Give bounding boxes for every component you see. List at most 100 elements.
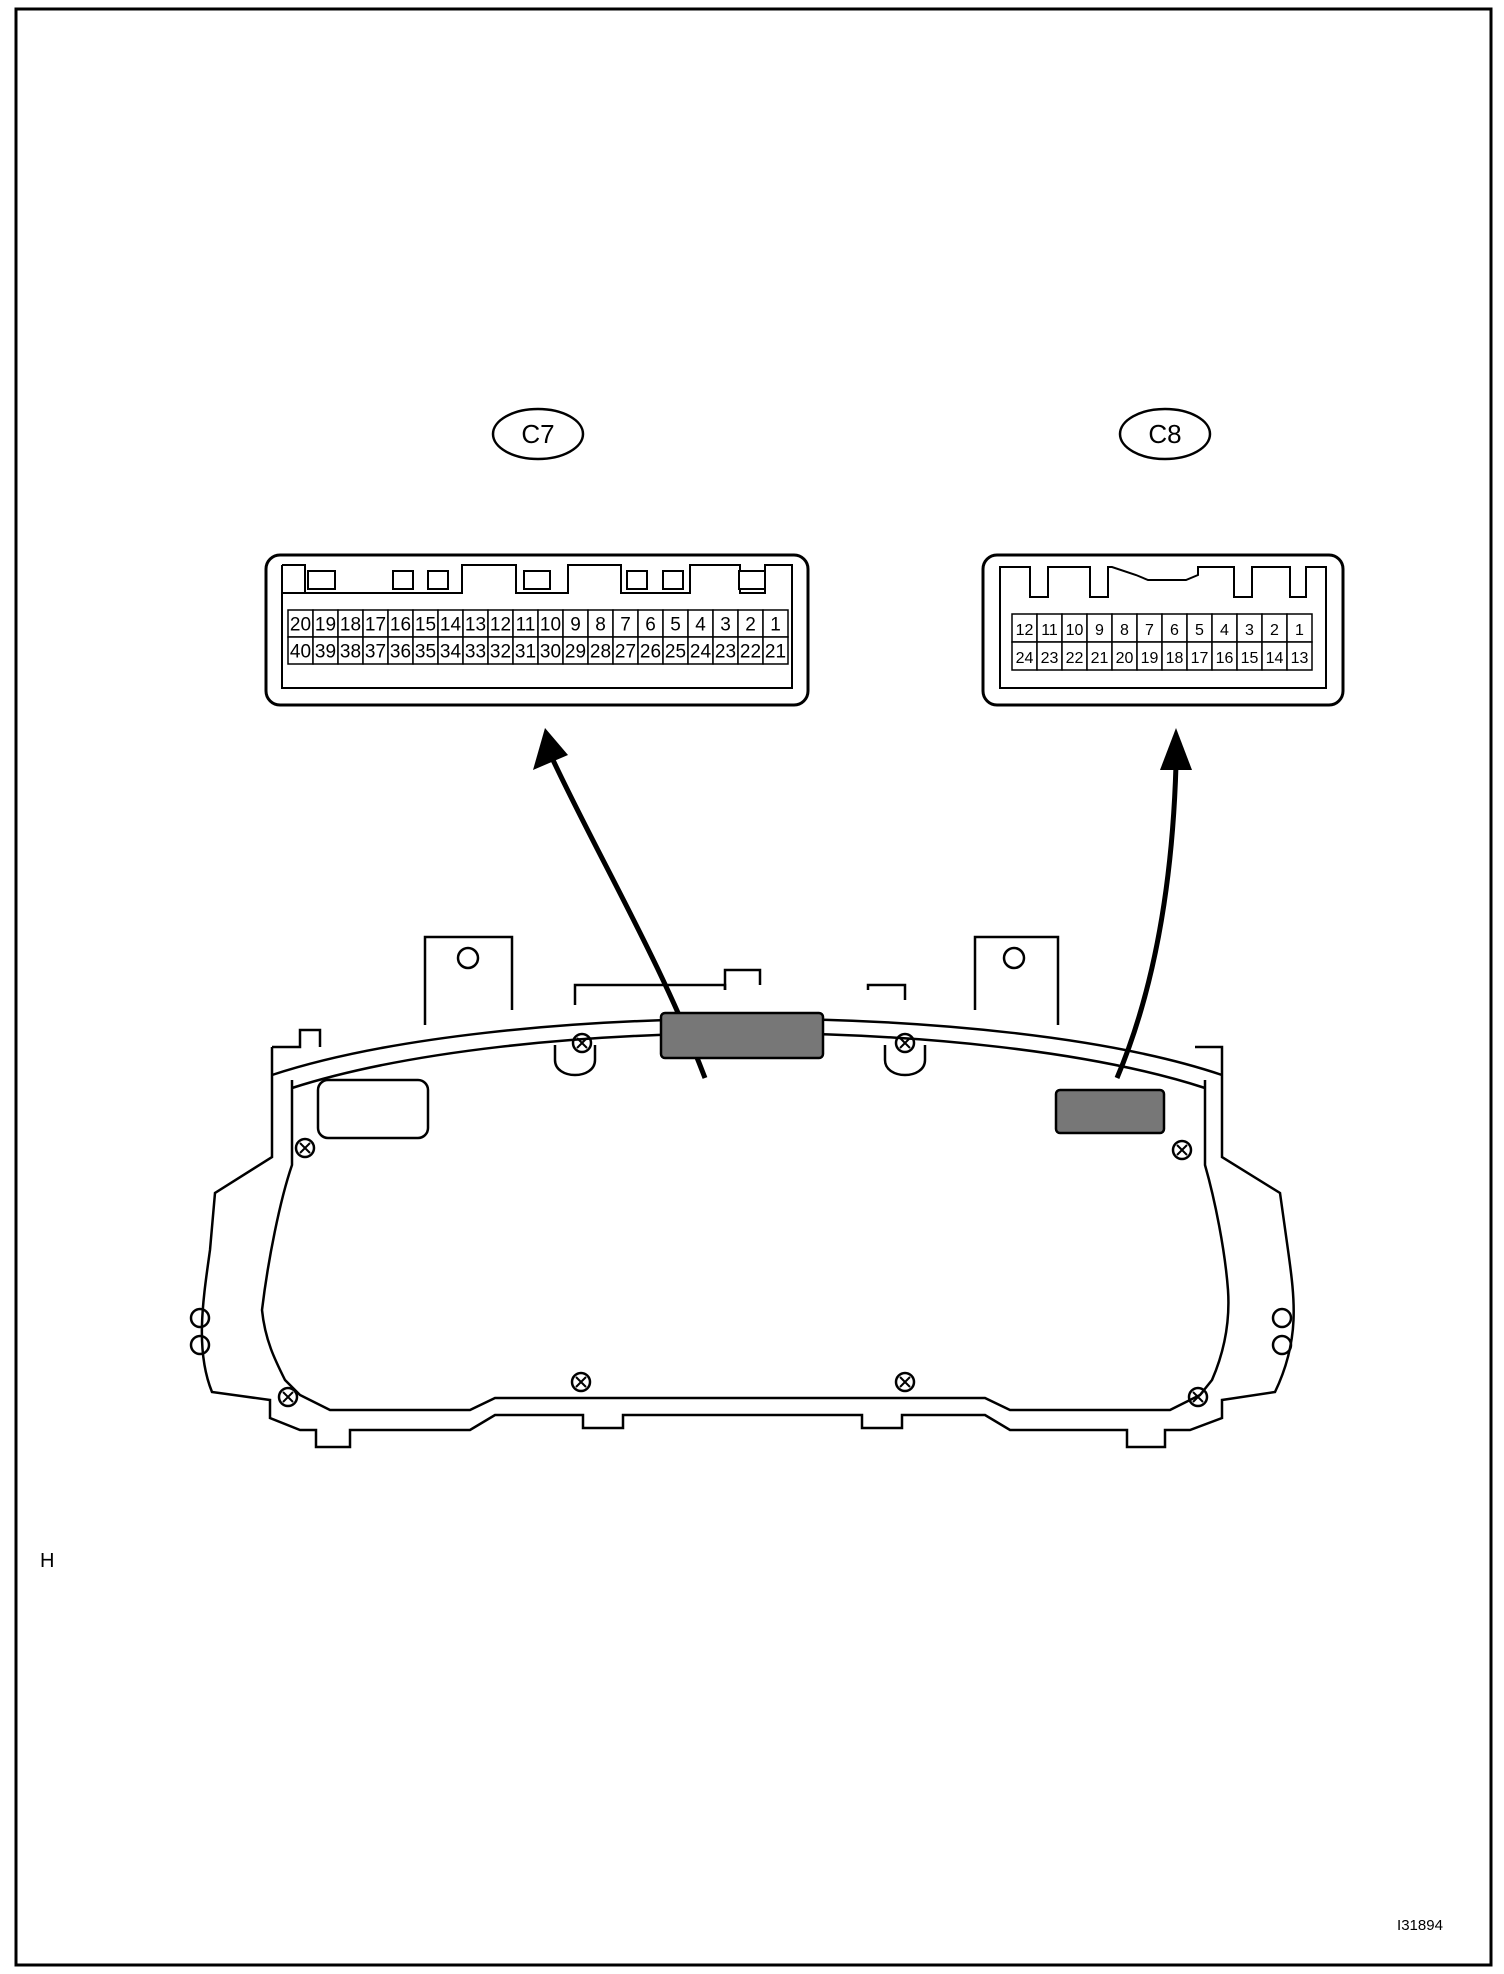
pin-number: 11 [1041, 622, 1058, 639]
c7-socket [659, 1011, 825, 1060]
pin-number: 29 [565, 642, 586, 663]
pin-cell [312, 636, 339, 665]
pin-cell [737, 636, 764, 665]
pin-cell [662, 636, 689, 665]
pin-cell [587, 609, 614, 638]
c8-label: C8 [1118, 407, 1212, 461]
pin-number: 21 [765, 642, 786, 663]
pin-cell [762, 636, 789, 665]
pin-number: 7 [1145, 622, 1154, 639]
pin-number: 24 [690, 642, 712, 663]
pin-number: 24 [1016, 650, 1034, 667]
pin-number: 6 [645, 615, 656, 636]
pin-cell [487, 609, 514, 638]
pin-number: 18 [1166, 650, 1184, 667]
pin-cell [662, 609, 689, 638]
pin-number: 2 [1270, 622, 1279, 639]
pin-number: 40 [290, 642, 311, 663]
pin-number: 23 [715, 642, 736, 663]
pin-number: 25 [665, 642, 686, 663]
pin-number: 7 [620, 615, 631, 636]
page-border [14, 7, 1493, 1967]
pin-cell [387, 636, 414, 665]
screw-marks [282, 1037, 1204, 1403]
pin-cell [1111, 641, 1138, 671]
pin-number: 18 [340, 615, 361, 636]
pin-number: 1 [770, 615, 781, 636]
pin-number: 35 [415, 642, 436, 663]
pin-cell [512, 636, 539, 665]
pin-number: 17 [1191, 650, 1209, 667]
pin-cell [1061, 641, 1088, 671]
pin-number: 12 [1016, 622, 1034, 639]
pin-cell [1161, 641, 1188, 671]
pin-number: 21 [1091, 650, 1109, 667]
pin-number: 20 [1116, 650, 1134, 667]
pin-number: 30 [540, 642, 561, 663]
pin-cell [1186, 641, 1213, 671]
pin-cell [562, 636, 589, 665]
c8-arrowhead [1160, 728, 1192, 770]
figure-id: I31894 [1397, 1917, 1443, 1934]
pin-cell [1286, 613, 1313, 643]
pin-cell [712, 609, 739, 638]
pin-number: 5 [1195, 622, 1204, 639]
pin-number: 23 [1041, 650, 1059, 667]
pin-number: 27 [615, 642, 636, 663]
pin-cell [337, 636, 364, 665]
pin-cell [412, 636, 439, 665]
svg-text:C8: C8 [1148, 419, 1181, 449]
svg-text:C7: C7 [521, 419, 554, 449]
pin-cell [587, 636, 614, 665]
pin-number: 2 [745, 615, 756, 636]
c7-arrowhead [533, 728, 568, 770]
pin-cell [1286, 641, 1313, 671]
pin-number: 15 [415, 615, 436, 636]
pin-number: 8 [595, 615, 606, 636]
pin-number: 11 [516, 615, 536, 636]
pin-number: 22 [1066, 650, 1084, 667]
pin-number: 9 [570, 615, 581, 636]
pin-number: 28 [590, 642, 611, 663]
pin-number: 8 [1120, 622, 1129, 639]
c8-arrow-shaft-drawn [1114, 764, 1179, 1079]
arrow-to-c8-visible-stroke [1117, 755, 1178, 1080]
pin-number: 5 [670, 615, 681, 636]
pin-number: 1 [1295, 622, 1304, 639]
pin-number: 37 [365, 642, 386, 663]
pin-number: 14 [1266, 650, 1284, 667]
pin-number: 12 [490, 615, 511, 636]
pin-number: 34 [440, 642, 462, 663]
c7-label: C7 [491, 407, 585, 461]
pin-cell [612, 636, 639, 665]
pin-cell [1261, 613, 1288, 643]
pin-cell [1036, 613, 1063, 643]
pin-number: 4 [1220, 622, 1229, 639]
pin-number: 17 [365, 615, 386, 636]
pin-number: 13 [465, 615, 486, 636]
pin-number: 10 [540, 615, 561, 636]
pin-cell [1036, 641, 1063, 671]
pin-number: 15 [1241, 650, 1259, 667]
pin-number: 32 [490, 642, 511, 663]
pin-cell [537, 609, 564, 638]
pin-number: 6 [1170, 622, 1179, 639]
pin-number: 19 [1141, 650, 1159, 667]
pin-number: 10 [1066, 622, 1084, 639]
pin-number: 33 [465, 642, 486, 663]
pin-number: 39 [315, 642, 336, 663]
pin-number: 22 [740, 642, 761, 663]
pin-number: 3 [720, 615, 731, 636]
pin-number: 4 [695, 615, 706, 636]
pin-number: 3 [1245, 622, 1254, 639]
side-letter: H [40, 1550, 54, 1572]
pin-number: 38 [340, 642, 361, 663]
pin-number: 31 [515, 642, 536, 663]
pin-number: 16 [390, 615, 411, 636]
pin-number: 14 [440, 615, 462, 636]
